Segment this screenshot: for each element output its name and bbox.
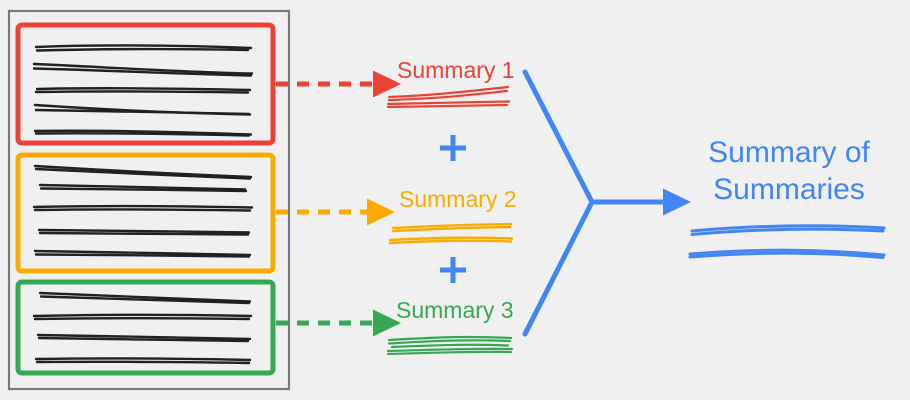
- summary-2-label: Summary 2: [399, 186, 517, 212]
- summary-1-underlines: [386, 85, 511, 109]
- chunk-box-red[interactable]: [15, 22, 276, 146]
- chunk-box-green[interactable]: [15, 279, 276, 376]
- final-summary-underlines: [688, 224, 886, 259]
- final-summary-line-2: Summaries: [713, 173, 865, 206]
- merge-branch-top: [522, 69, 595, 205]
- plus-icon-1: [440, 135, 466, 161]
- summary-2-underlines: [388, 222, 514, 245]
- final-summary-line-1: Summary of: [708, 136, 870, 169]
- chunk-green-text-lines: [32, 291, 253, 365]
- final-summary-label: Summary of Summaries: [689, 134, 889, 208]
- summary-1-label: Summary 1: [397, 57, 515, 83]
- merge-branch-bottom: [522, 199, 595, 337]
- summary-3-underlines: [386, 335, 514, 356]
- summary-3-label: Summary 3: [396, 297, 514, 323]
- source-document-frame: [7, 9, 291, 391]
- chunk-orange-text-lines: [32, 164, 254, 258]
- chunk-red-text-lines: [32, 44, 254, 137]
- chunk-box-orange[interactable]: [15, 152, 276, 274]
- plus-icon-2: [440, 257, 466, 283]
